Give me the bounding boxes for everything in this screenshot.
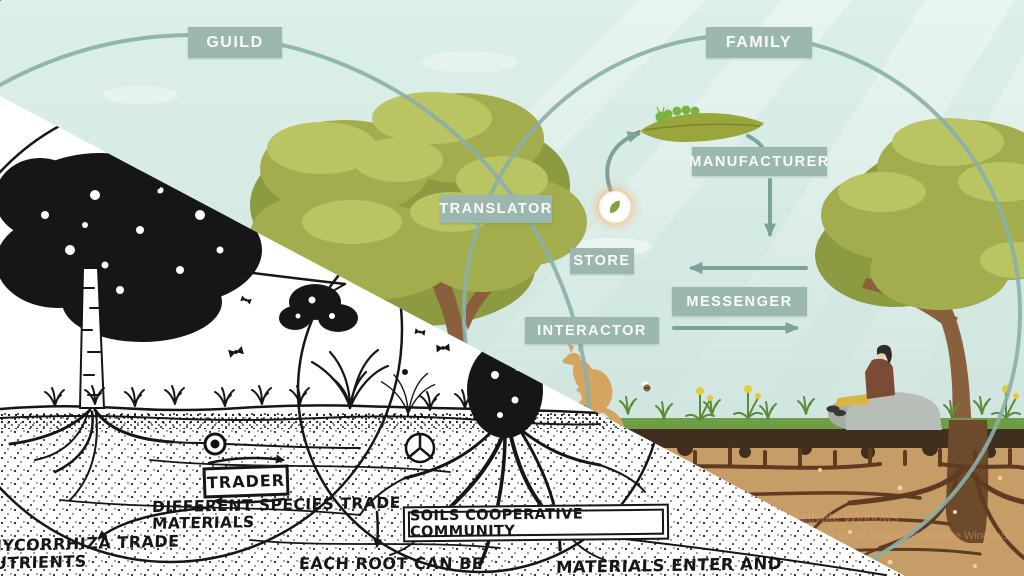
different-species-text-line2: MATERIALS [151, 513, 255, 533]
mycorrhiza-arrow-icon [97, 506, 207, 540]
leafy-plant-small [380, 372, 436, 415]
trader-arrow-left-icon [213, 497, 286, 507]
sketch-arrows [97, 454, 383, 548]
hanging-leaf-cluster [279, 283, 358, 332]
translator-label: TRANSLATOR [439, 195, 552, 223]
materials-enter-text: MATERIALS ENTER AND [555, 554, 783, 576]
right-tree [815, 118, 1024, 430]
interactor-label: INTERACTOR [525, 317, 659, 344]
trader-label: TRADER [206, 470, 286, 493]
sphere-node-icon [404, 432, 436, 464]
trader-arrow-right-icon [207, 454, 285, 465]
each-root-arrow-icon [373, 510, 383, 548]
each-root-text: EACH ROOT CAN BE [298, 554, 484, 573]
branch-line [163, 260, 347, 286]
family-label: FAMILY [706, 27, 812, 58]
leaf-connector [746, 134, 764, 149]
flow-arrows [605, 131, 808, 334]
arrow-curve-icon [605, 131, 642, 196]
person-on-rock [826, 344, 942, 430]
leafy-plant-large [310, 348, 390, 410]
sketch-plants [44, 348, 530, 415]
leaf-with-caterpillar [629, 105, 764, 142]
manufacturer-label: MANUFACTURER [689, 147, 828, 176]
messenger-label: MESSENGER [672, 287, 807, 316]
leaf-cycle-icon [601, 193, 629, 221]
store-label: STORE [570, 248, 634, 274]
guild-label: GUILD [188, 27, 282, 58]
foliage-speckles [0, 186, 224, 324]
soils-box-inner-border: SOILS COOPERATIVE COMMUNITY [407, 506, 665, 541]
sketch-trunk [78, 267, 106, 409]
activate-windows-watermark: Activate Windows Go to Settings to activ… [792, 511, 1012, 542]
soils-cooperative-box: SOILS COOPERATIVE COMMUNITY [402, 503, 670, 543]
ring-node-icon [203, 432, 227, 456]
soils-cooperative-label: SOILS COOPERATIVE COMMUNITY [409, 506, 584, 541]
bird-icon [142, 182, 167, 198]
trader-box: TRADER [202, 464, 290, 499]
watermark-line2: Go to Settings to activate Windows. [838, 529, 1012, 542]
bee-icon [641, 381, 651, 392]
mycorrhiza-text-line2: NUTRIENTS [0, 551, 88, 574]
watermark-line1: Activate Windows [792, 510, 899, 525]
